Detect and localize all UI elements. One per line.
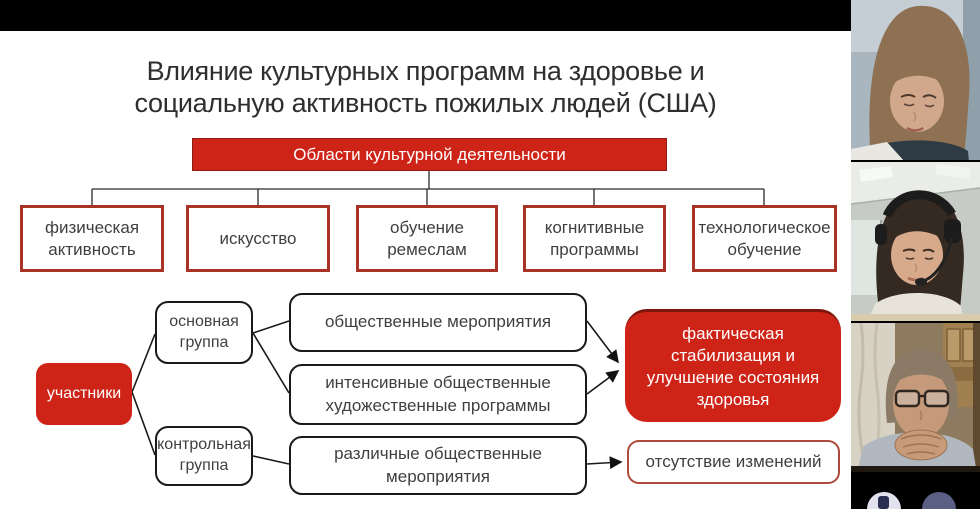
flow-box-control-group: контрольная группа: [155, 426, 253, 486]
slide-top-letterbox: [0, 0, 851, 31]
participant-avatar-2[interactable]: [922, 492, 956, 509]
avatar-photo-glyph: [878, 496, 889, 509]
slide-title-line1: Влияние культурных программ на здоровье …: [146, 56, 705, 86]
call-bottom-bar: [851, 474, 980, 509]
activity-box-art: искусство: [186, 205, 330, 272]
flow-box-participants: участники: [36, 363, 132, 425]
participant-video-2[interactable]: [851, 162, 980, 323]
activity-box-physical: физическая активность: [20, 205, 164, 272]
activity-box-cognitive: когнитивные программы: [523, 205, 666, 272]
flow-box-various-social-events: различные общественные мероприятия: [289, 436, 587, 495]
flow-box-social-events: общественные мероприятия: [289, 293, 587, 352]
diagram-root-box: Области культурной деятельности: [192, 138, 667, 171]
participant-video-1[interactable]: [851, 0, 980, 162]
flow-box-health-outcome: фактическая стабилизация и улучшение сос…: [625, 309, 841, 422]
slide-title-line2: социальную активность пожилых людей (США…: [134, 88, 717, 118]
flow-box-no-changes: отсутствие изменений: [627, 440, 840, 484]
activity-box-crafts: обучение ремеслам: [356, 205, 498, 272]
participant-1-webcam-image: [851, 0, 980, 160]
flow-box-main-group: основная группа: [155, 301, 253, 364]
slide-title: Влияние культурных программ на здоровье …: [0, 55, 851, 119]
participant-video-3[interactable]: [851, 323, 980, 474]
activity-box-technology: технологическое обучение: [692, 205, 837, 272]
participant-video-strip: [851, 0, 980, 509]
participant-avatar-1[interactable]: [867, 492, 901, 509]
participant-3-webcam-image: [851, 323, 980, 472]
shared-screen-slide: Влияние культурных программ на здоровье …: [0, 0, 851, 509]
flow-box-intensive-art-programs: интенсивные общественные художественные …: [289, 364, 587, 425]
participant-2-webcam-image: [851, 162, 980, 321]
